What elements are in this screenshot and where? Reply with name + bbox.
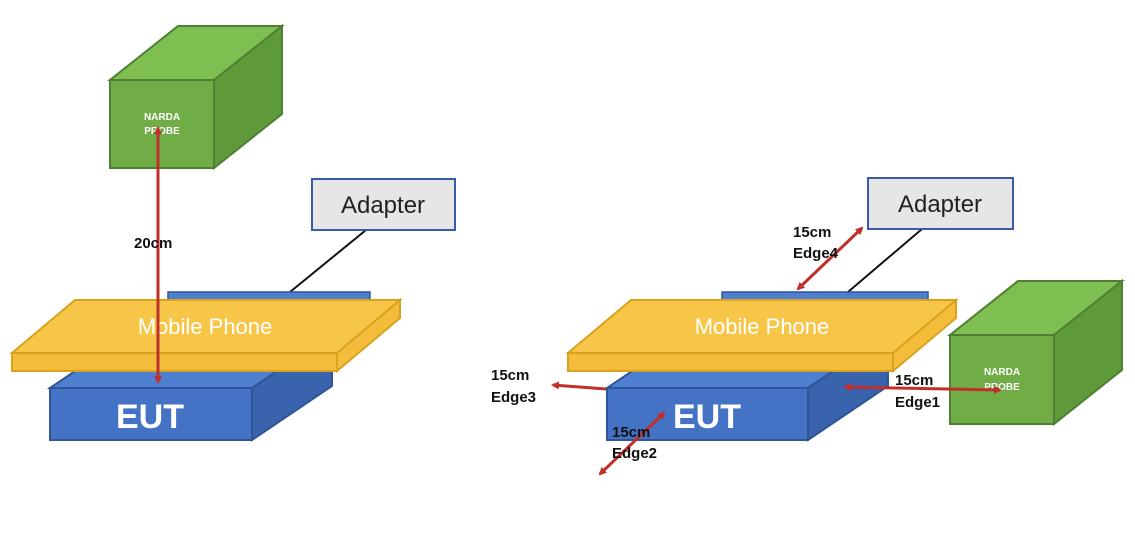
edge4-distance-label: 15cm — [793, 224, 831, 241]
right-phone-label: Mobile Phone — [695, 314, 830, 339]
left-probe-label-line1: NARDA — [144, 112, 180, 123]
left-adapter-label: Adapter — [341, 192, 425, 219]
right-adapter-box — [867, 177, 1014, 230]
right-narda-probe: NARDA PROBE — [947, 278, 1125, 427]
left-distance-label: 20cm — [134, 235, 172, 252]
left-adapter-cable — [289, 229, 367, 293]
edge1-distance-label: 15cm — [895, 372, 933, 389]
right-adapter-cable — [847, 228, 923, 293]
left-probe-front — [109, 79, 215, 169]
edge3-distance-label: 15cm — [491, 367, 529, 384]
right-setup: Adapter EUT Mobile Phone NARDA PROBE — [491, 177, 1125, 476]
right-adapter-label: Adapter — [898, 191, 982, 218]
edge4-label: Edge4 — [793, 245, 839, 262]
edge2-label: Edge2 — [612, 445, 657, 462]
right-probe-label-line1: NARDA — [984, 367, 1020, 378]
left-eut-front — [49, 387, 253, 441]
left-probe-label-line2: PROBE — [144, 126, 180, 137]
right-eut-label: EUT — [673, 398, 741, 436]
right-phone-front — [567, 352, 894, 372]
left-setup: NARDA PROBE Adapter EUT Mobile Phone 20c… — [9, 23, 456, 442]
edge1-arrow — [843, 383, 1002, 394]
edge2-arrow — [598, 411, 666, 476]
edge3-arrow — [551, 381, 607, 391]
right-probe-label-line2: PROBE — [984, 382, 1020, 393]
right-probe-front — [949, 334, 1055, 425]
right-mobile-phone: Mobile Phone — [565, 297, 959, 374]
left-adapter: Adapter — [311, 178, 456, 231]
left-narda-probe: NARDA PROBE — [107, 23, 285, 171]
edge1-label: Edge1 — [895, 394, 940, 411]
right-adapter: Adapter — [867, 177, 1014, 230]
edge3-label: Edge3 — [491, 389, 536, 406]
left-adapter-box — [311, 178, 456, 231]
edge2-distance-label: 15cm — [612, 424, 650, 441]
left-phone-front — [11, 352, 338, 372]
left-eut-label: EUT — [116, 398, 184, 436]
edge4-arrow — [796, 226, 864, 291]
left-mobile-phone: Mobile Phone — [9, 297, 403, 374]
